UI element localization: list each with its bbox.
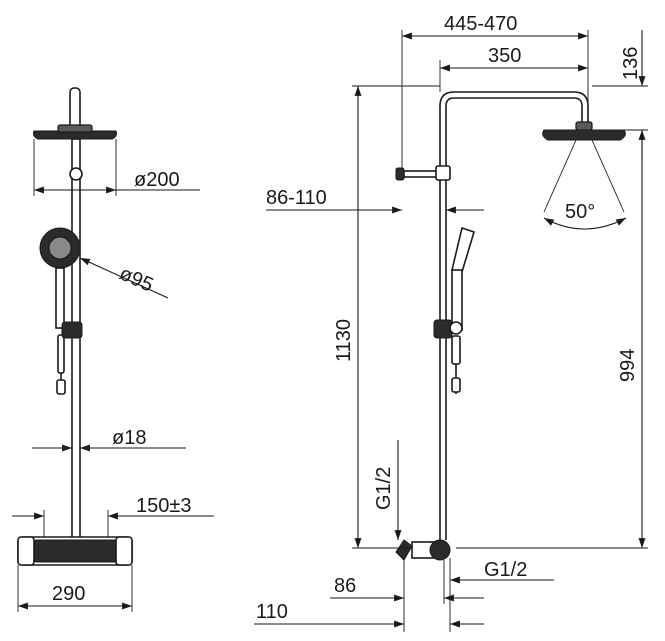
dim-hand-shower-diameter: ø95 bbox=[116, 262, 156, 296]
side-riser-and-arm bbox=[439, 91, 589, 540]
dim-spray-angle: 50° bbox=[565, 201, 595, 223]
front-bracket bbox=[69, 167, 83, 181]
dim-bracket-offset: 86-110 bbox=[266, 187, 327, 209]
dim-wall-offset-110: 110 bbox=[256, 601, 288, 623]
front-hand-shower bbox=[39, 227, 81, 395]
dim-mixer-width: 290 bbox=[52, 583, 85, 605]
dim-inlet-left: G1/2 bbox=[373, 467, 395, 510]
side-shower-head bbox=[542, 121, 626, 141]
dim-total-height: 1130 bbox=[333, 319, 355, 362]
dim-head-height: 994 bbox=[617, 349, 639, 382]
dim-arm-length: 350 bbox=[488, 45, 521, 67]
dim-mixer-centres: 150±3 bbox=[136, 495, 191, 517]
dim-wall-offset-86: 86 bbox=[334, 575, 356, 597]
dim-inlet-right: G1/2 bbox=[484, 559, 527, 581]
front-slider bbox=[61, 321, 83, 339]
front-shower-head bbox=[33, 130, 117, 140]
front-riser-pipe bbox=[71, 138, 81, 540]
front-view: ø200 ø95 ø18 150±3 290 bbox=[12, 87, 214, 612]
side-thermostatic-mixer bbox=[395, 539, 451, 561]
side-hand-shower bbox=[451, 226, 475, 394]
side-view: 50° 445-470 350 bbox=[254, 13, 648, 632]
dim-head-drop: 136 bbox=[620, 47, 642, 80]
dim-head-diameter: ø200 bbox=[134, 169, 180, 191]
dim-rail-diameter: ø18 bbox=[112, 427, 146, 449]
dim-arm-range: 445-470 bbox=[444, 13, 517, 35]
side-wall-bracket bbox=[395, 165, 451, 181]
front-thermostatic-mixer bbox=[17, 536, 133, 566]
front-top-pipe bbox=[69, 87, 81, 131]
